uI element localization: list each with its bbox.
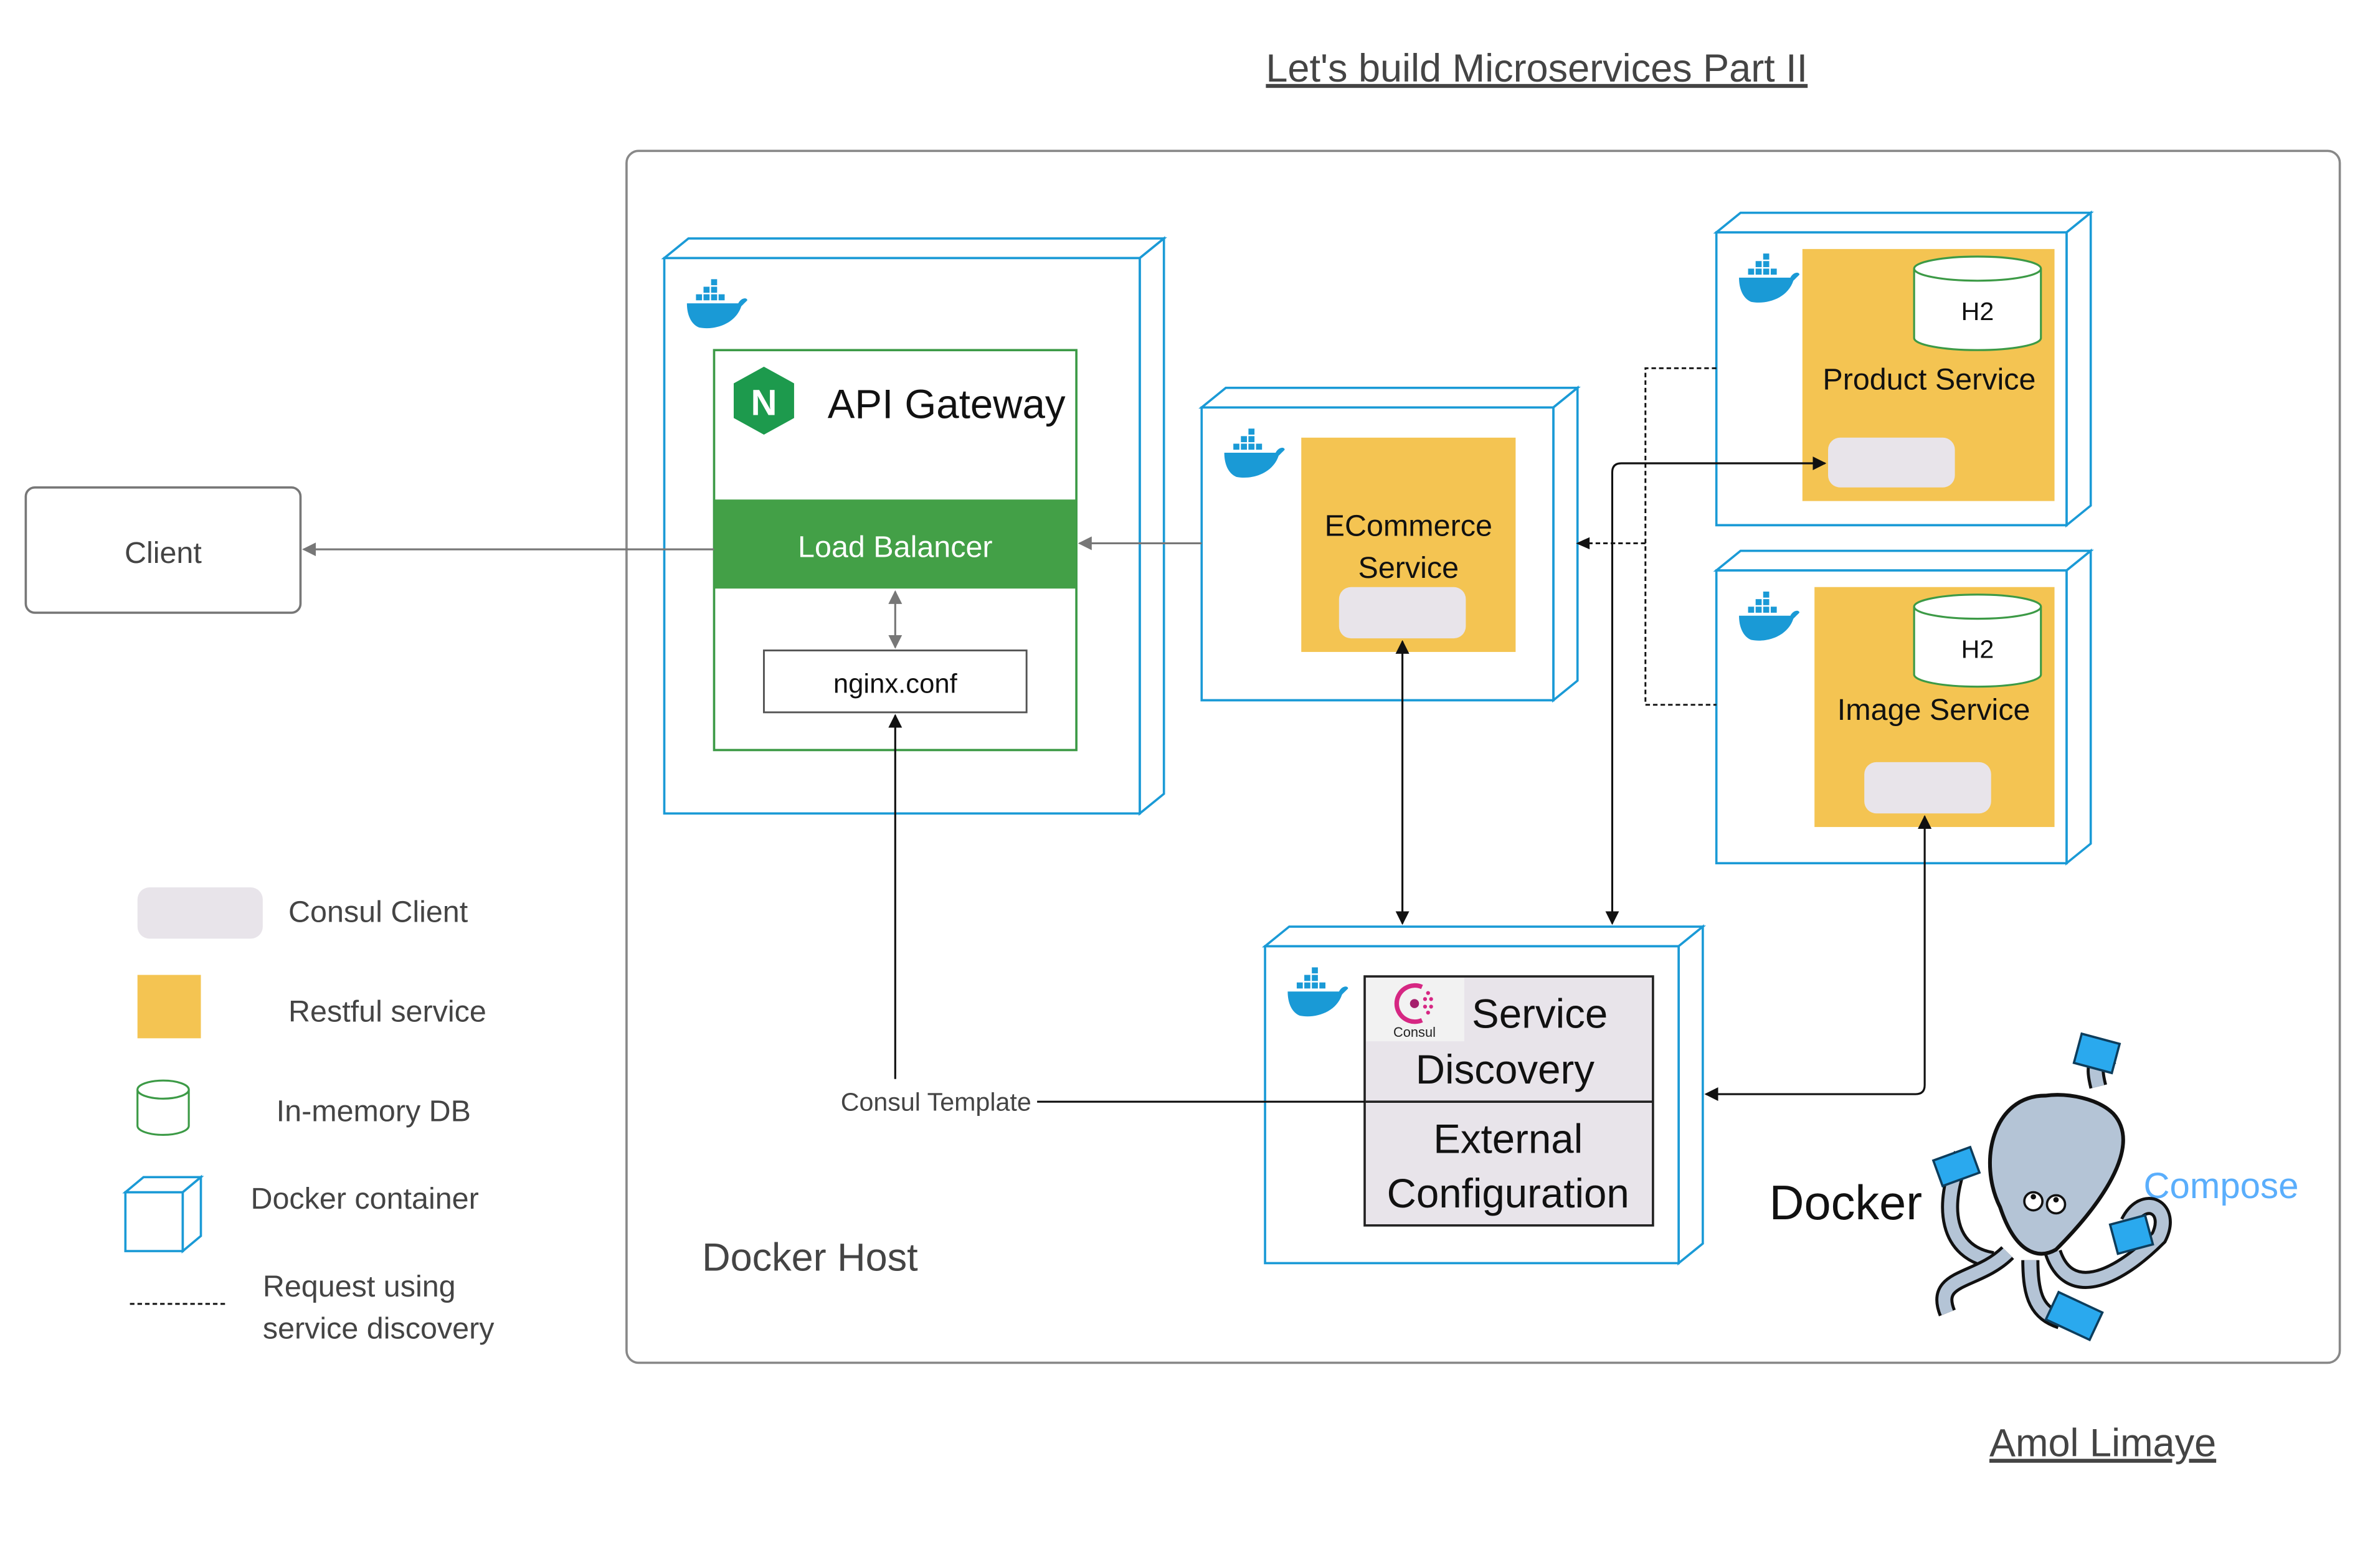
svg-text:H2: H2 xyxy=(1961,297,1994,326)
service-discovery-dashed-link xyxy=(1580,367,1717,706)
api-gateway-title: API Gateway xyxy=(828,381,1066,427)
ecommerce-consul-client xyxy=(1339,587,1466,639)
legend-consul-client-swatch xyxy=(137,887,263,939)
product-h2-db-icon: H2 xyxy=(1913,255,2042,351)
image-service-label: Image Service xyxy=(1837,693,2030,727)
compose-docker-text: Docker xyxy=(1770,1176,1923,1230)
docker-host-label: Docker Host xyxy=(702,1236,918,1280)
nginx-logo-icon: N xyxy=(733,366,794,435)
compose-compose-text: Compose xyxy=(2144,1166,2299,1206)
legend-restful-label: Restful service xyxy=(288,995,486,1029)
consul-line-1: Service xyxy=(1472,991,1608,1036)
consul-line-3: External xyxy=(1433,1117,1583,1162)
client-box xyxy=(24,486,302,614)
image-consul-client xyxy=(1864,762,1991,814)
consul-logo-icon: Consul xyxy=(1366,978,1464,1042)
ecommerce-label-1: ECommerce xyxy=(1325,509,1492,542)
consul-line-2: Discovery xyxy=(1416,1047,1594,1092)
svg-text:Consul: Consul xyxy=(1393,1024,1436,1040)
legend-request-label-1: Request using xyxy=(263,1270,456,1303)
load-balancer-label: Load Balancer xyxy=(798,530,993,564)
docker-host-boundary xyxy=(625,149,2341,1364)
legend-db-icon xyxy=(136,1079,190,1136)
svg-text:H2: H2 xyxy=(1961,635,1994,664)
octopus-icon xyxy=(1935,1049,2172,1329)
legend-container-icon xyxy=(122,1174,204,1254)
ecommerce-label-2: Service xyxy=(1358,551,1459,585)
client-label: Client xyxy=(125,536,202,570)
image-h2-db-icon: H2 xyxy=(1913,593,2042,688)
consul-template-label: Consul Template xyxy=(841,1088,1031,1117)
diagram-title: Let's build Microservices Part II xyxy=(1266,47,1808,90)
product-service-label: Product Service xyxy=(1822,362,2035,396)
compose-cube-icons xyxy=(1931,1032,2154,1342)
image-consul-arrow xyxy=(1704,815,1932,1102)
load-balancer-band xyxy=(714,499,1077,589)
dashed-arrowhead xyxy=(1576,537,1590,550)
author-name: Amol Limaye xyxy=(1989,1422,2216,1465)
legend-restful-swatch xyxy=(137,975,201,1039)
nginx-conf-label: nginx.conf xyxy=(833,669,958,699)
legend-request-label-2: service discovery xyxy=(263,1312,495,1346)
svg-text:N: N xyxy=(751,382,777,423)
legend-consul-client-label: Consul Client xyxy=(288,895,468,929)
legend-db-label: In-memory DB xyxy=(277,1095,471,1128)
consul-line-4: Configuration xyxy=(1387,1171,1629,1216)
consul-product-arrow xyxy=(1605,456,1827,925)
legend-container-label: Docker container xyxy=(250,1182,478,1216)
product-consul-client xyxy=(1828,437,1955,488)
nginx-conf-box xyxy=(763,649,1028,714)
docker-compose-logo: Docker Compose xyxy=(1770,1032,2299,1342)
